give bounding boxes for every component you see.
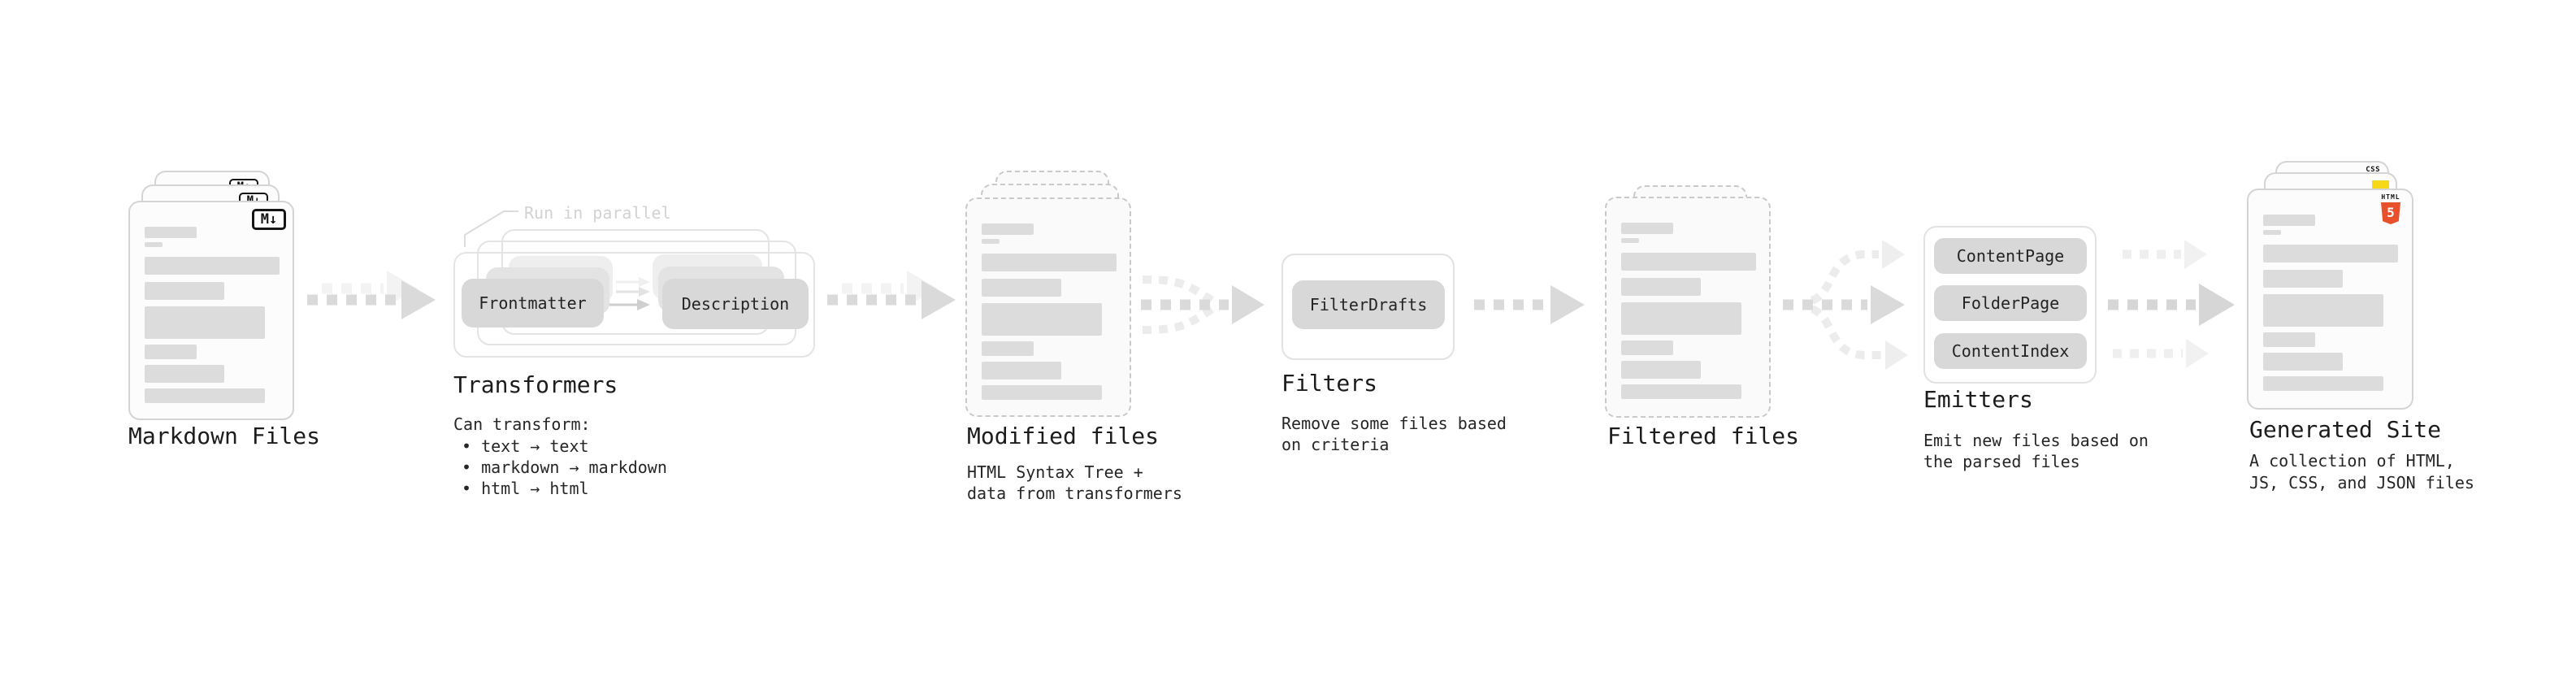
- arrow-head: [922, 280, 956, 319]
- filter-drafts-pill: FilterDrafts: [1292, 280, 1445, 329]
- placeholder-bar: [1621, 302, 1741, 335]
- generated-site-subtitle: JS, CSS, and JSON files: [2249, 473, 2474, 492]
- generated-site-subtitle: A collection of HTML,: [2249, 451, 2455, 471]
- placeholder-bar: [1621, 238, 1639, 243]
- js-icon: [2372, 180, 2389, 189]
- stage-label-generated-site: Generated Site: [2249, 416, 2442, 443]
- emitters-subtitle: the parsed files: [1923, 452, 2080, 471]
- placeholder-bar: [1621, 384, 1741, 399]
- mini-arrow-head: [639, 287, 650, 297]
- folder-page-pill: FolderPage: [1934, 285, 2087, 321]
- filters-subtitle: Remove some files based: [1281, 414, 1507, 433]
- stage-label-transformers: Transformers: [453, 371, 618, 398]
- placeholder-bar: [1621, 278, 1701, 296]
- markdown-icon: M↓: [252, 209, 286, 230]
- arrow-modified-to-filters: [1141, 275, 1264, 334]
- placeholder-bar: [982, 239, 1000, 244]
- arrow-head: [1232, 285, 1264, 324]
- placeholder-bar: [1621, 340, 1673, 355]
- content-index-pill: ContentIndex: [1934, 333, 2087, 369]
- mini-arrow-head: [639, 277, 650, 287]
- placeholder-bar: [1621, 361, 1701, 379]
- parallel-arrow-bottom-head: [2186, 339, 2209, 368]
- run-in-parallel-leader-line: [464, 210, 518, 247]
- stage-label-modified-files: Modified files: [967, 423, 1160, 449]
- placeholder-bar: [982, 223, 1034, 235]
- doc-content-placeholder: [982, 223, 1117, 400]
- modified-files-subtitle: data from transformers: [967, 484, 1182, 503]
- placeholder-bar: [2263, 332, 2315, 347]
- split-head-bottom: [1885, 340, 1908, 370]
- placeholder-bar: [2263, 230, 2281, 235]
- filters-subtitle: on criteria: [1281, 435, 1390, 454]
- placeholder-bar: [145, 388, 265, 403]
- transformers-description-title: Can transform:: [453, 414, 591, 434]
- document-card: [965, 197, 1131, 417]
- modified-files-subtitle: HTML Syntax Tree +: [967, 462, 1143, 482]
- frontmatter-pill: Frontmatter: [462, 279, 604, 327]
- placeholder-bar: [145, 365, 224, 383]
- doc-content-placeholder: [2263, 215, 2398, 391]
- placeholder-bar: [2263, 215, 2315, 226]
- split-head-top: [1882, 240, 1905, 269]
- document-card: M↓: [128, 201, 294, 420]
- placeholder-bar: [2263, 294, 2383, 327]
- html5-icon-shield: 5: [2381, 202, 2400, 224]
- html5-icon: HTML 5: [2379, 193, 2402, 224]
- placeholder-bar: [2263, 270, 2343, 288]
- transformers-bullet: • markdown → markdown: [462, 458, 667, 477]
- arrow-head: [1550, 285, 1585, 324]
- placeholder-bar: [982, 254, 1117, 271]
- document-card: HTML 5: [2247, 189, 2413, 410]
- placeholder-bar: [145, 242, 163, 247]
- placeholder-bar: [2263, 245, 2398, 262]
- placeholder-bar: [982, 385, 1102, 400]
- placeholder-bar: [982, 341, 1034, 356]
- stage-label-filtered-files: Filtered files: [1607, 423, 1800, 449]
- arrow-transformers-to-modified: [827, 271, 956, 319]
- doc-content-placeholder: [1621, 223, 1756, 399]
- arrow-filtered-to-emitters: [1783, 240, 1908, 370]
- placeholder-bar: [982, 279, 1061, 297]
- arrow-head: [401, 280, 436, 319]
- merge-branch-top: [1142, 275, 1215, 305]
- arrow-emitters-to-generated: [2108, 240, 2235, 368]
- placeholder-bar: [2263, 376, 2383, 391]
- content-page-pill: ContentPage: [1934, 238, 2087, 274]
- parallel-arrow-top-head: [2184, 240, 2207, 269]
- arrow-frontmatter-to-description: [608, 277, 650, 310]
- merge-branch-bottom: [1142, 305, 1215, 334]
- doc-content-placeholder: [145, 227, 280, 403]
- description-pill: Description: [662, 279, 809, 329]
- stage-label-filters: Filters: [1281, 370, 1378, 397]
- transformer-frame-front: [453, 252, 815, 358]
- placeholder-bar: [145, 282, 224, 300]
- arrow-markdown-to-transformers: [307, 271, 436, 319]
- run-in-parallel-note: Run in parallel: [524, 203, 671, 223]
- placeholder-bar: [145, 345, 197, 359]
- html5-icon-word: HTML: [2381, 193, 2400, 201]
- arrow-head: [1871, 285, 1905, 324]
- placeholder-bar: [145, 227, 197, 238]
- placeholder-bar: [1621, 253, 1756, 271]
- transformers-bullet: • text → text: [462, 436, 589, 456]
- placeholder-bar: [982, 362, 1061, 380]
- split-branch-top: [1810, 250, 1879, 305]
- mini-arrow-head: [637, 299, 650, 310]
- stage-label-emitters: Emitters: [1923, 386, 2033, 413]
- emitters-subtitle: Emit new files based on: [1923, 431, 2149, 450]
- placeholder-bar: [1621, 223, 1673, 234]
- placeholder-bar: [982, 303, 1102, 336]
- placeholder-bar: [2263, 353, 2343, 371]
- parallel-arrow-mid-head: [2199, 284, 2235, 326]
- placeholder-bar: [145, 257, 280, 275]
- document-card: [1605, 197, 1771, 418]
- transformers-bullet: • html → html: [462, 479, 589, 498]
- arrow-filters-to-filtered: [1474, 285, 1585, 324]
- stage-label-markdown-files: Markdown Files: [128, 423, 321, 449]
- split-branch-bottom: [1810, 305, 1882, 359]
- placeholder-bar: [145, 306, 265, 339]
